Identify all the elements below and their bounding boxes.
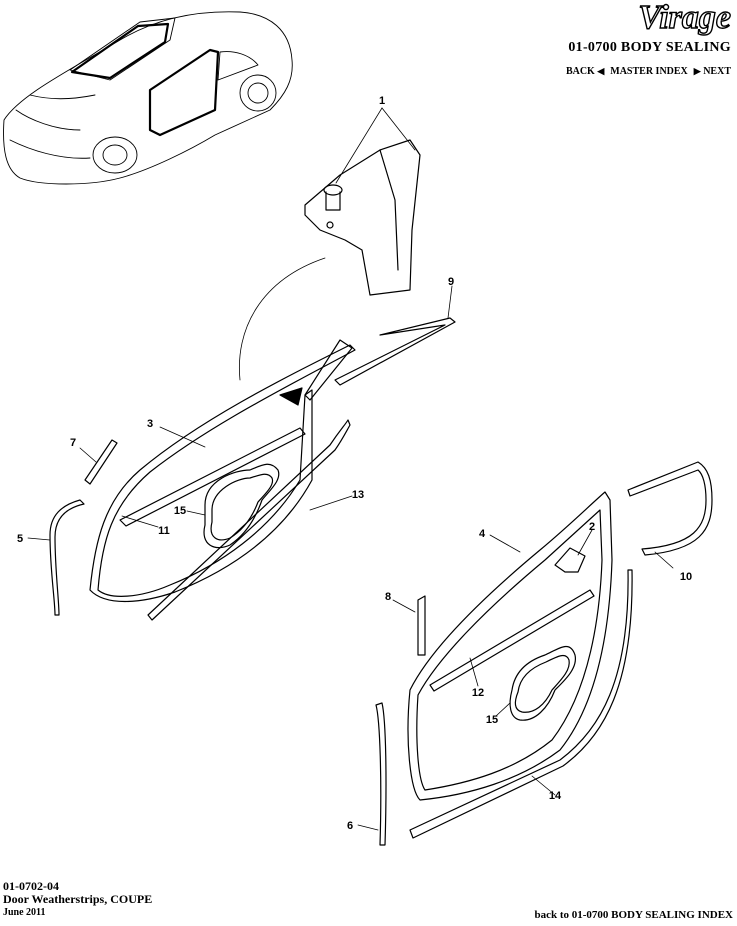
page-name: Door Weatherstrips, COUPE [3, 892, 153, 906]
callout-13: 13 [352, 489, 364, 501]
page-date: June 2011 [3, 907, 46, 918]
part-1-pillar-trim [238, 139, 421, 381]
part-5-strip [49, 499, 85, 616]
navigation-bar: BACK ◀ MASTER INDEX ▶ NEXT [566, 66, 731, 77]
right-triangle-icon: ▶ [693, 66, 701, 76]
callout-10: 10 [680, 571, 692, 583]
section-title: 01-0700 BODY SEALING [568, 40, 731, 55]
car-thumbnail [3, 11, 293, 185]
next-label: NEXT [703, 66, 731, 77]
parts-diagram: 1 2 3 4 5 6 7 8 9 10 11 12 13 14 15 15 [3, 11, 713, 846]
callout-9: 9 [448, 276, 454, 288]
page-footer-info: 01-0702-04 Door Weatherstrips, COUPE Jun… [3, 880, 152, 919]
callout-15-upper: 15 [174, 505, 186, 517]
callout-12: 12 [472, 687, 484, 699]
part-9-strip [334, 317, 456, 386]
leader-lines [27, 107, 674, 831]
callout-8: 8 [385, 591, 391, 603]
callout-6: 6 [347, 820, 353, 832]
back-link[interactable]: BACK ◀ [566, 66, 604, 77]
callout-11: 11 [158, 525, 170, 537]
part-10-strip [627, 461, 713, 556]
virage-logo: Virage [638, 0, 732, 36]
callout-14: 14 [549, 790, 562, 802]
part-8-strip [417, 595, 426, 656]
upper-door-seals [89, 339, 356, 621]
lower-door-seals [407, 491, 633, 839]
part-2-clip [554, 547, 586, 573]
back-label: BACK [565, 66, 595, 77]
master-index-link[interactable]: MASTER INDEX [610, 66, 688, 77]
callout-3: 3 [147, 418, 153, 430]
part-7-strip [84, 439, 118, 485]
part-6-strip [375, 702, 387, 846]
next-link[interactable]: ▶ NEXT [694, 66, 731, 77]
page-code: 01-0702-04 [3, 879, 59, 893]
back-to-index-link[interactable]: back to 01-0700 BODY SEALING INDEX [534, 909, 733, 921]
callout-1: 1 [379, 95, 385, 107]
left-triangle-icon: ◀ [597, 66, 605, 76]
callout-2: 2 [589, 521, 595, 533]
callout-7: 7 [70, 437, 76, 449]
brand-name: Virage [638, 0, 731, 36]
callout-4: 4 [479, 528, 486, 540]
callout-15-lower: 15 [486, 714, 498, 726]
callout-5: 5 [17, 533, 23, 545]
